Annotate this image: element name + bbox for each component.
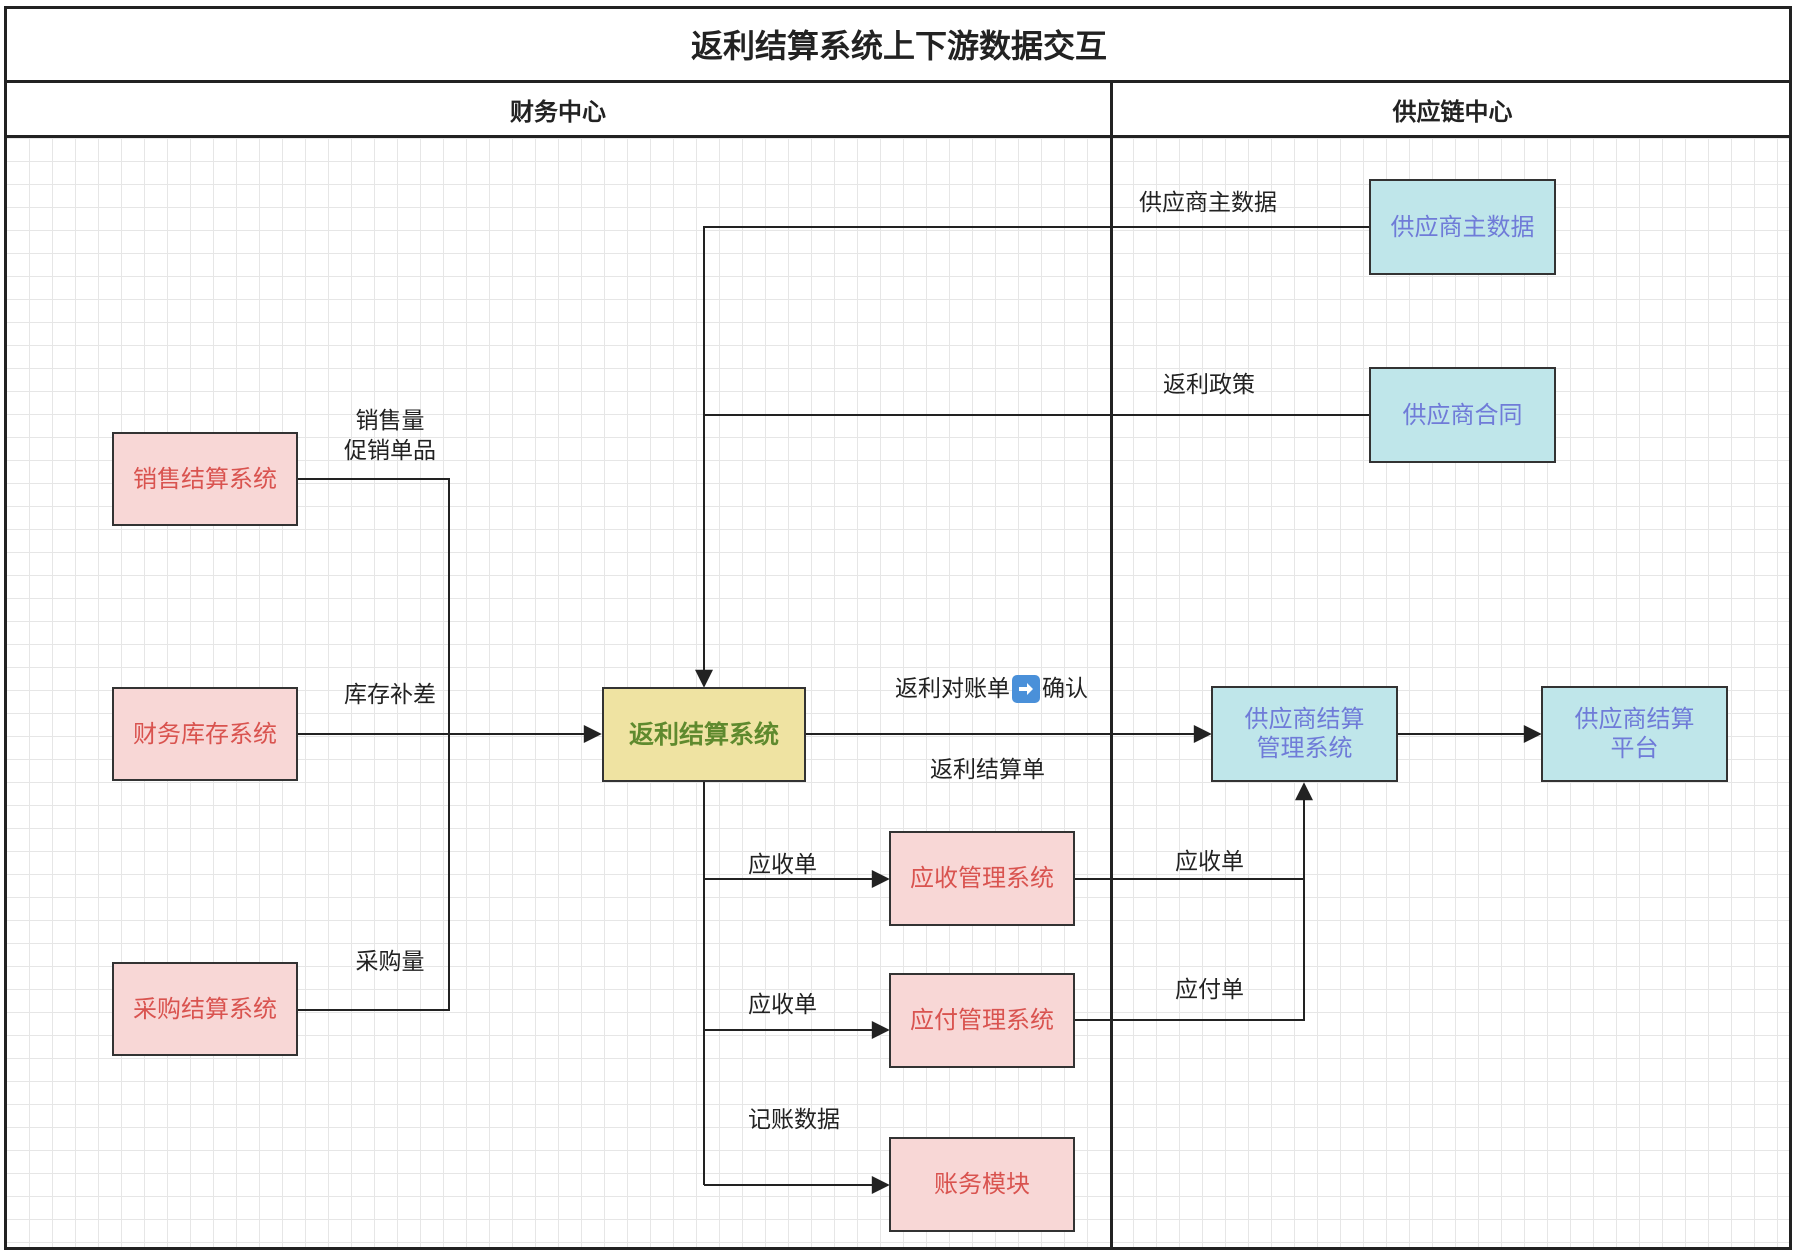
title-divider [4,80,1792,83]
lane-divider [1110,80,1113,1250]
edge-sales-to-bus [296,478,450,1011]
lane-header-divider [4,135,1792,138]
label-supplier-master-data: 供应商主数据 [1139,190,1277,216]
label-purchase-volume: 采购量 [355,949,425,975]
label-receivable-doc-1: 应收单 [748,852,817,878]
label-receivable-doc-3: 应收单 [1175,849,1244,875]
label-payable-doc: 应付单 [1175,977,1244,1003]
lane-title-supply-chain: 供应链中心 [1392,97,1513,126]
node-finance-inventory[interactable]: 财务库存系统 [112,687,298,781]
edge-payable-to-supplier-settlement [1074,782,1313,1021]
label-sales-volume: 销售量 [355,408,425,434]
diagram-frame [4,6,1792,1250]
edge-supplier-master-to-rebate [695,226,1370,688]
lane-title-finance: 财务中心 [510,97,606,126]
label-inventory-diff: 库存补差 [344,682,436,708]
node-sales-settlement[interactable]: 销售结算系统 [112,432,298,526]
label-rebate-policy: 返利政策 [1163,372,1255,398]
node-accounting-module[interactable]: 账务模块 [889,1137,1075,1232]
label-receivable-doc-2: 应收单 [748,992,817,1018]
node-supplier-settlement-platform[interactable]: 供应商结算 平台 [1541,686,1728,782]
node-purchase-settlement[interactable]: 采购结算系统 [112,962,298,1056]
label-promo-items: 促销单品 [344,438,436,464]
label-rebate-statement-confirm: 返利对账单 确认 [895,675,1088,704]
label-rebate-statement: 返利对账单 [895,676,1010,702]
node-receivable-mgmt[interactable]: 应收管理系统 [889,831,1075,926]
label-accounting-data: 记账数据 [748,1107,840,1133]
label-confirm: 确认 [1042,676,1088,702]
node-supplier-settlement-mgmt[interactable]: 供应商结算 管理系统 [1211,686,1398,782]
diagram-title: 返利结算系统上下游数据交互 [690,27,1107,65]
node-supplier-contract[interactable]: 供应商合同 [1369,367,1556,463]
node-rebate-settlement[interactable]: 返利结算系统 [602,687,806,782]
background-grid [6,138,1792,1250]
label-rebate-settlement-doc: 返利结算单 [930,757,1045,783]
node-supplier-master[interactable]: 供应商主数据 [1369,179,1556,275]
right-arrow-emoji-icon [1012,675,1040,704]
node-payable-mgmt[interactable]: 应付管理系统 [889,973,1075,1068]
